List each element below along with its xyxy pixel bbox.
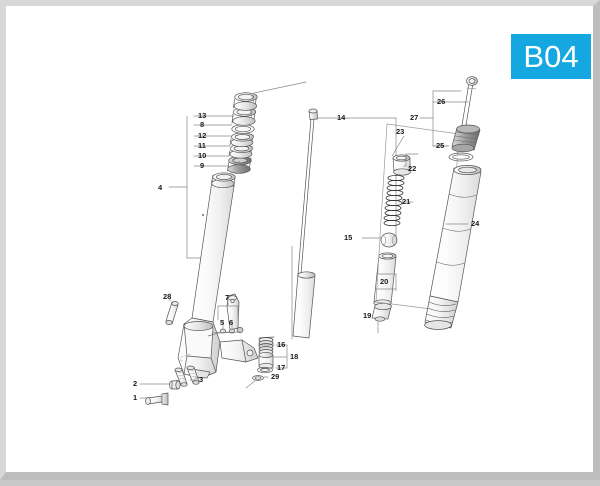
callout-9: 9	[200, 161, 205, 170]
callout-5: 5	[220, 318, 225, 327]
callout-8: 8	[200, 120, 205, 129]
callout-19: 19	[363, 311, 372, 320]
damper-rod-group	[292, 108, 318, 339]
damper-piston-group	[252, 336, 275, 381]
callout-28: 28	[163, 292, 172, 301]
callout-17: 17	[277, 363, 286, 372]
callout-26: 26	[437, 97, 446, 106]
callout-6: 6	[229, 318, 234, 327]
callout-15: 15	[344, 233, 353, 242]
callout-18: 18	[290, 352, 299, 361]
callout-29: 29	[271, 372, 280, 381]
callout-13: 13	[198, 111, 207, 120]
flange-bolt-group	[145, 392, 169, 406]
callout-12: 12	[198, 131, 207, 140]
callout-16: 16	[277, 340, 286, 349]
axle-clamp-pin-group	[165, 292, 179, 325]
callout-27: 27	[410, 113, 419, 122]
callout-20: 20	[380, 277, 389, 286]
parts-diagram-canvas	[139, 76, 482, 406]
callout-11: 11	[198, 141, 206, 150]
callout-7: 7	[225, 293, 230, 302]
callout-3: 3	[199, 375, 204, 384]
callout-14: 14	[337, 113, 346, 122]
fork-outer-tube-group	[424, 76, 482, 330]
callout-1: 1	[133, 393, 138, 402]
callout-24: 24	[471, 219, 480, 228]
callout-2: 2	[133, 379, 138, 388]
callout-21: 21	[402, 197, 411, 206]
clamp-kit-group	[207, 299, 244, 337]
callout-25: 25	[436, 141, 445, 150]
seal-stack-group	[227, 81, 307, 174]
fork-slider-group	[177, 293, 259, 379]
callout-10: 10	[198, 151, 207, 160]
callout-23: 23	[396, 127, 405, 136]
washer-group	[169, 380, 181, 390]
pinch-bolt-group	[174, 365, 200, 387]
callout-22: 22	[408, 164, 417, 173]
callout-4: 4	[158, 183, 163, 192]
cylinder-assembly-group	[371, 154, 411, 334]
section-badge: B04	[511, 34, 591, 79]
